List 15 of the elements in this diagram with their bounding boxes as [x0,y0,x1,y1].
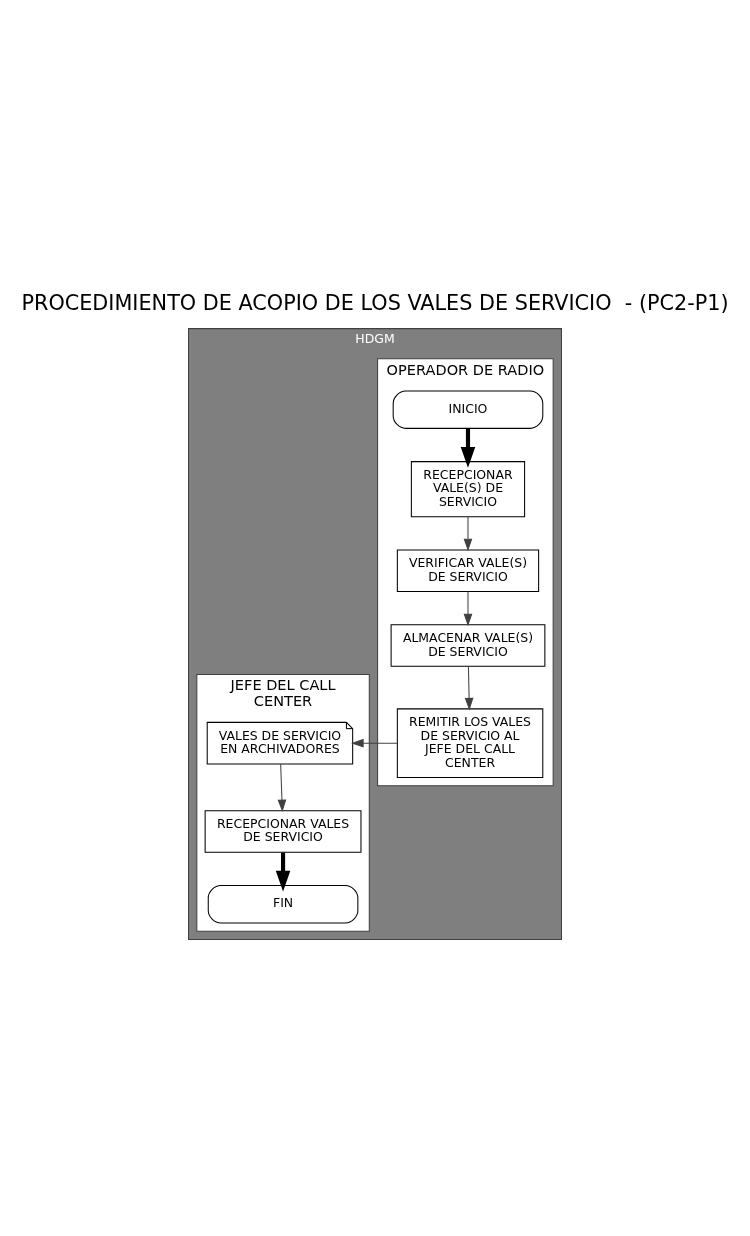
arrow [351,738,398,748]
node-box: REMITIR LOS VALES DE SERVICIO AL JEFE DEL CALL CENTER [396,707,544,778]
arrow [277,763,287,812]
arrow [463,516,473,551]
node-box: VERIFICAR VALE(S) DE SERVICIO [396,548,540,592]
arrow [464,665,474,710]
node-box: ALMACENAR VALE(S) DE SERVICIO [390,623,546,667]
arrow [275,852,291,892]
node-box: INICIO [392,389,544,429]
node-box: FIN [207,884,359,923]
arrow [463,590,473,626]
node-box: RECEPCIONAR VALE(S) DE SERVICIO [410,460,526,517]
node-box: RECEPCIONAR VALES DE SERVICIO [204,809,362,853]
diagram-title: PROCEDIMIENTO DE ACOPIO DE LOS VALES DE SERVICIO - (PC2-P1) [21,290,729,315]
arrow [460,428,476,468]
